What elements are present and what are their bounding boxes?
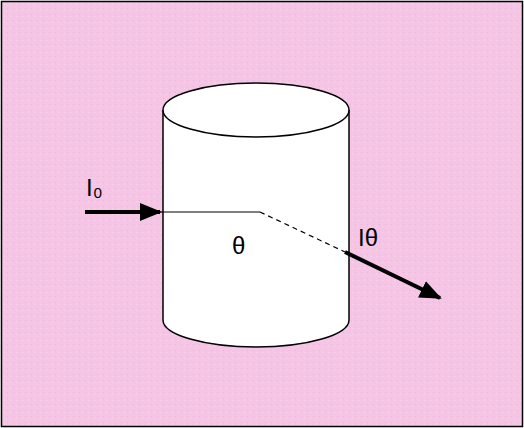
cylinder-body	[163, 110, 349, 347]
beam-line	[160, 211, 260, 212]
angle-label: θ	[232, 234, 245, 258]
incident-arrow	[85, 210, 160, 214]
incident-intensity-label: I₀	[86, 176, 103, 200]
cylinder-top	[163, 83, 349, 137]
scattered-intensity-label: Iθ	[358, 226, 378, 250]
scattered-path	[260, 212, 345, 252]
scattered-arrow	[345, 252, 440, 298]
